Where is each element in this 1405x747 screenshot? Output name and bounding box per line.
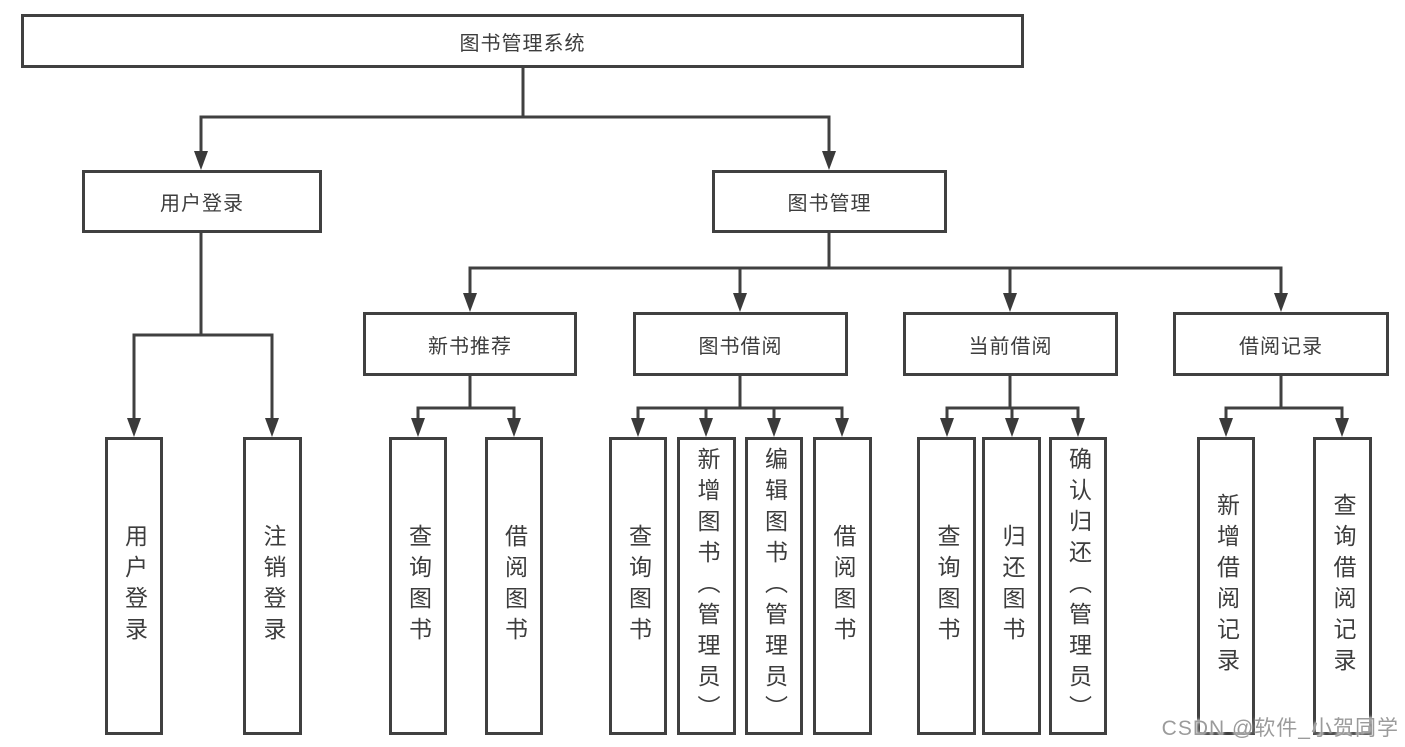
node-book-borrow: 图书借阅 xyxy=(633,312,848,376)
node-borrow-records-label: 借阅记录 xyxy=(1239,335,1323,358)
leaf-query-books-current: 查询图书 xyxy=(917,437,976,735)
leaf-query-books-borrow-label: 查询图书 xyxy=(625,524,652,648)
node-new-book-recommend-label: 新书推荐 xyxy=(428,335,512,358)
leaf-borrow-books-recommend-label: 借阅图书 xyxy=(501,524,528,648)
leaf-edit-book-admin-label: 编辑图书（管理员） xyxy=(761,446,788,726)
leaf-logout: 注销登录 xyxy=(243,437,302,735)
leaf-return-book: 归还图书 xyxy=(982,437,1041,735)
csdn-watermark: CSDN @软件_小贺同学 xyxy=(1161,717,1399,740)
node-book-management: 图书管理 xyxy=(712,170,947,233)
leaf-add-book-admin: 新增图书（管理员） xyxy=(677,437,736,735)
leaf-query-books-recommend: 查询图书 xyxy=(389,437,447,735)
node-current-borrow: 当前借阅 xyxy=(903,312,1118,376)
node-new-book-recommend: 新书推荐 xyxy=(363,312,577,376)
leaf-add-borrow-record-label: 新增借阅记录 xyxy=(1213,493,1240,679)
leaf-query-borrow-record: 查询借阅记录 xyxy=(1313,437,1372,735)
leaf-query-books-current-label: 查询图书 xyxy=(934,524,960,648)
leaf-confirm-return-admin: 确认归还（管理员） xyxy=(1049,437,1107,735)
leaf-add-borrow-record: 新增借阅记录 xyxy=(1197,437,1255,735)
leaf-borrow-books-recommend: 借阅图书 xyxy=(485,437,543,735)
node-book-borrow-label: 图书借阅 xyxy=(698,335,783,358)
leaf-query-borrow-record-label: 查询借阅记录 xyxy=(1330,493,1356,679)
node-root-label: 图书管理系统 xyxy=(459,32,586,55)
node-current-borrow-label: 当前借阅 xyxy=(968,335,1053,358)
node-user-login: 用户登录 xyxy=(82,170,322,233)
leaf-user-login: 用户登录 xyxy=(105,437,163,735)
leaf-confirm-return-admin-label: 确认归还（管理员） xyxy=(1065,446,1092,726)
leaf-borrow-books-borrow: 借阅图书 xyxy=(813,437,872,735)
leaf-query-books-borrow: 查询图书 xyxy=(609,437,667,735)
node-root: 图书管理系统 xyxy=(21,14,1024,68)
leaf-edit-book-admin: 编辑图书（管理员） xyxy=(745,437,803,735)
leaf-query-books-recommend-label: 查询图书 xyxy=(405,524,432,648)
leaf-user-login-label: 用户登录 xyxy=(121,524,148,648)
node-borrow-records: 借阅记录 xyxy=(1173,312,1389,376)
node-book-management-label: 图书管理 xyxy=(787,193,872,215)
node-user-login-label: 用户登录 xyxy=(160,193,244,215)
leaf-return-book-label: 归还图书 xyxy=(999,524,1025,648)
leaf-borrow-books-borrow-label: 借阅图书 xyxy=(830,524,856,648)
leaf-logout-label: 注销登录 xyxy=(260,524,286,648)
leaf-add-book-admin-label: 新增图书（管理员） xyxy=(694,446,720,726)
